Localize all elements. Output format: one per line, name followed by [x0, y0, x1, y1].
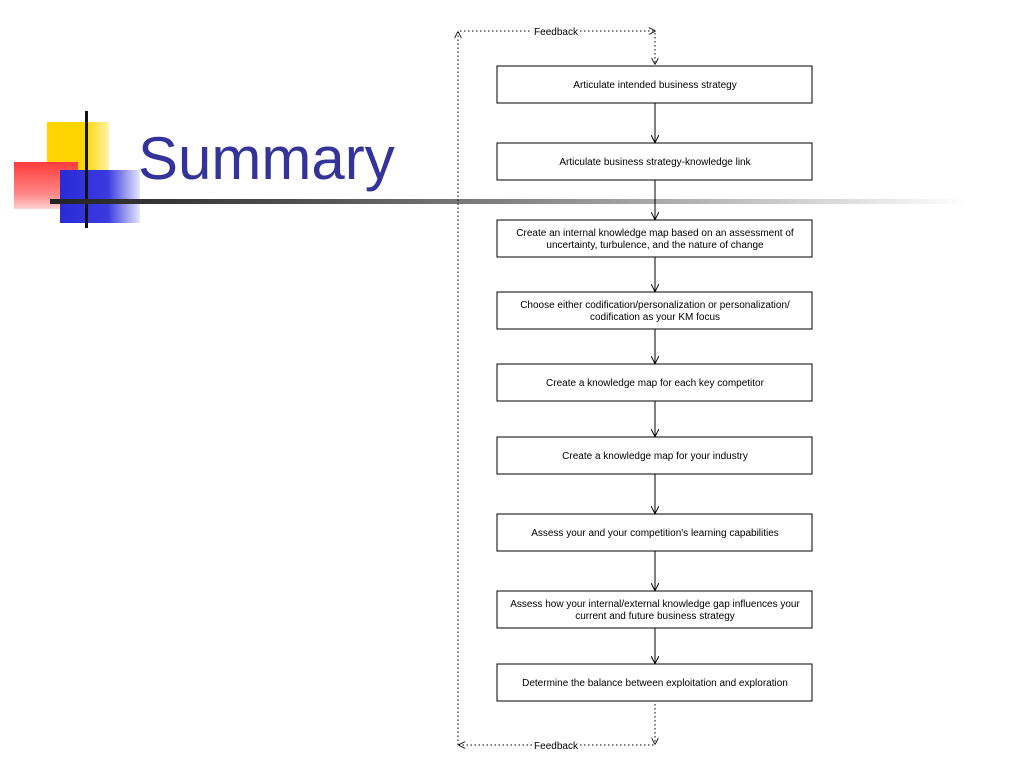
step-label: Create a knowledge map for each key comp… [546, 378, 765, 389]
step-box-frame [496, 142, 813, 181]
title-underline [50, 199, 970, 204]
feedback-label-top: Feedback [534, 27, 579, 38]
step-label: current and future business strategy [575, 611, 735, 622]
decor-blue-square [60, 170, 140, 223]
step-label: Assess your and your competition's learn… [531, 528, 779, 539]
step-box-3: Create an internal knowledge map based o… [496, 219, 813, 258]
step-box-frame [496, 663, 813, 702]
step-box-2: Articulate business strategy-knowledge l… [496, 142, 813, 181]
decor-vertical-line [85, 111, 88, 228]
step-box-7: Assess your and your competition's learn… [496, 513, 813, 552]
step-box-8: Assess how your internal/external knowle… [496, 590, 813, 629]
step-box-frame [496, 363, 813, 402]
slide-title: Summary [138, 125, 395, 192]
feedback-label-bottom: Feedback [534, 741, 579, 752]
step-label: uncertainty, turbulence, and the nature … [546, 240, 764, 251]
step-box-1: Articulate intended business strategy [496, 65, 813, 104]
step-box-frame [496, 513, 813, 552]
step-box-frame [496, 219, 813, 258]
step-box-frame [496, 291, 813, 330]
step-box-5: Create a knowledge map for each key comp… [496, 363, 813, 402]
step-box-6: Create a knowledge map for your industry [496, 436, 813, 475]
step-label: Articulate business strategy-knowledge l… [559, 157, 751, 168]
step-label: Determine the balance between exploitati… [522, 678, 788, 689]
step-label: Create a knowledge map for your industry [562, 451, 748, 462]
step-label: Choose either codification/personalizati… [520, 300, 790, 311]
step-box-frame [496, 590, 813, 629]
step-box-9: Determine the balance between exploitati… [496, 663, 813, 702]
step-label: Assess how your internal/external knowle… [510, 599, 800, 610]
steps-layer: Articulate intended business strategyArt… [496, 65, 813, 702]
step-label: Articulate intended business strategy [573, 80, 736, 91]
step-label: Create an internal knowledge map based o… [516, 228, 794, 239]
step-box-4: Choose either codification/personalizati… [496, 291, 813, 330]
step-label: codification as your KM focus [590, 312, 720, 323]
